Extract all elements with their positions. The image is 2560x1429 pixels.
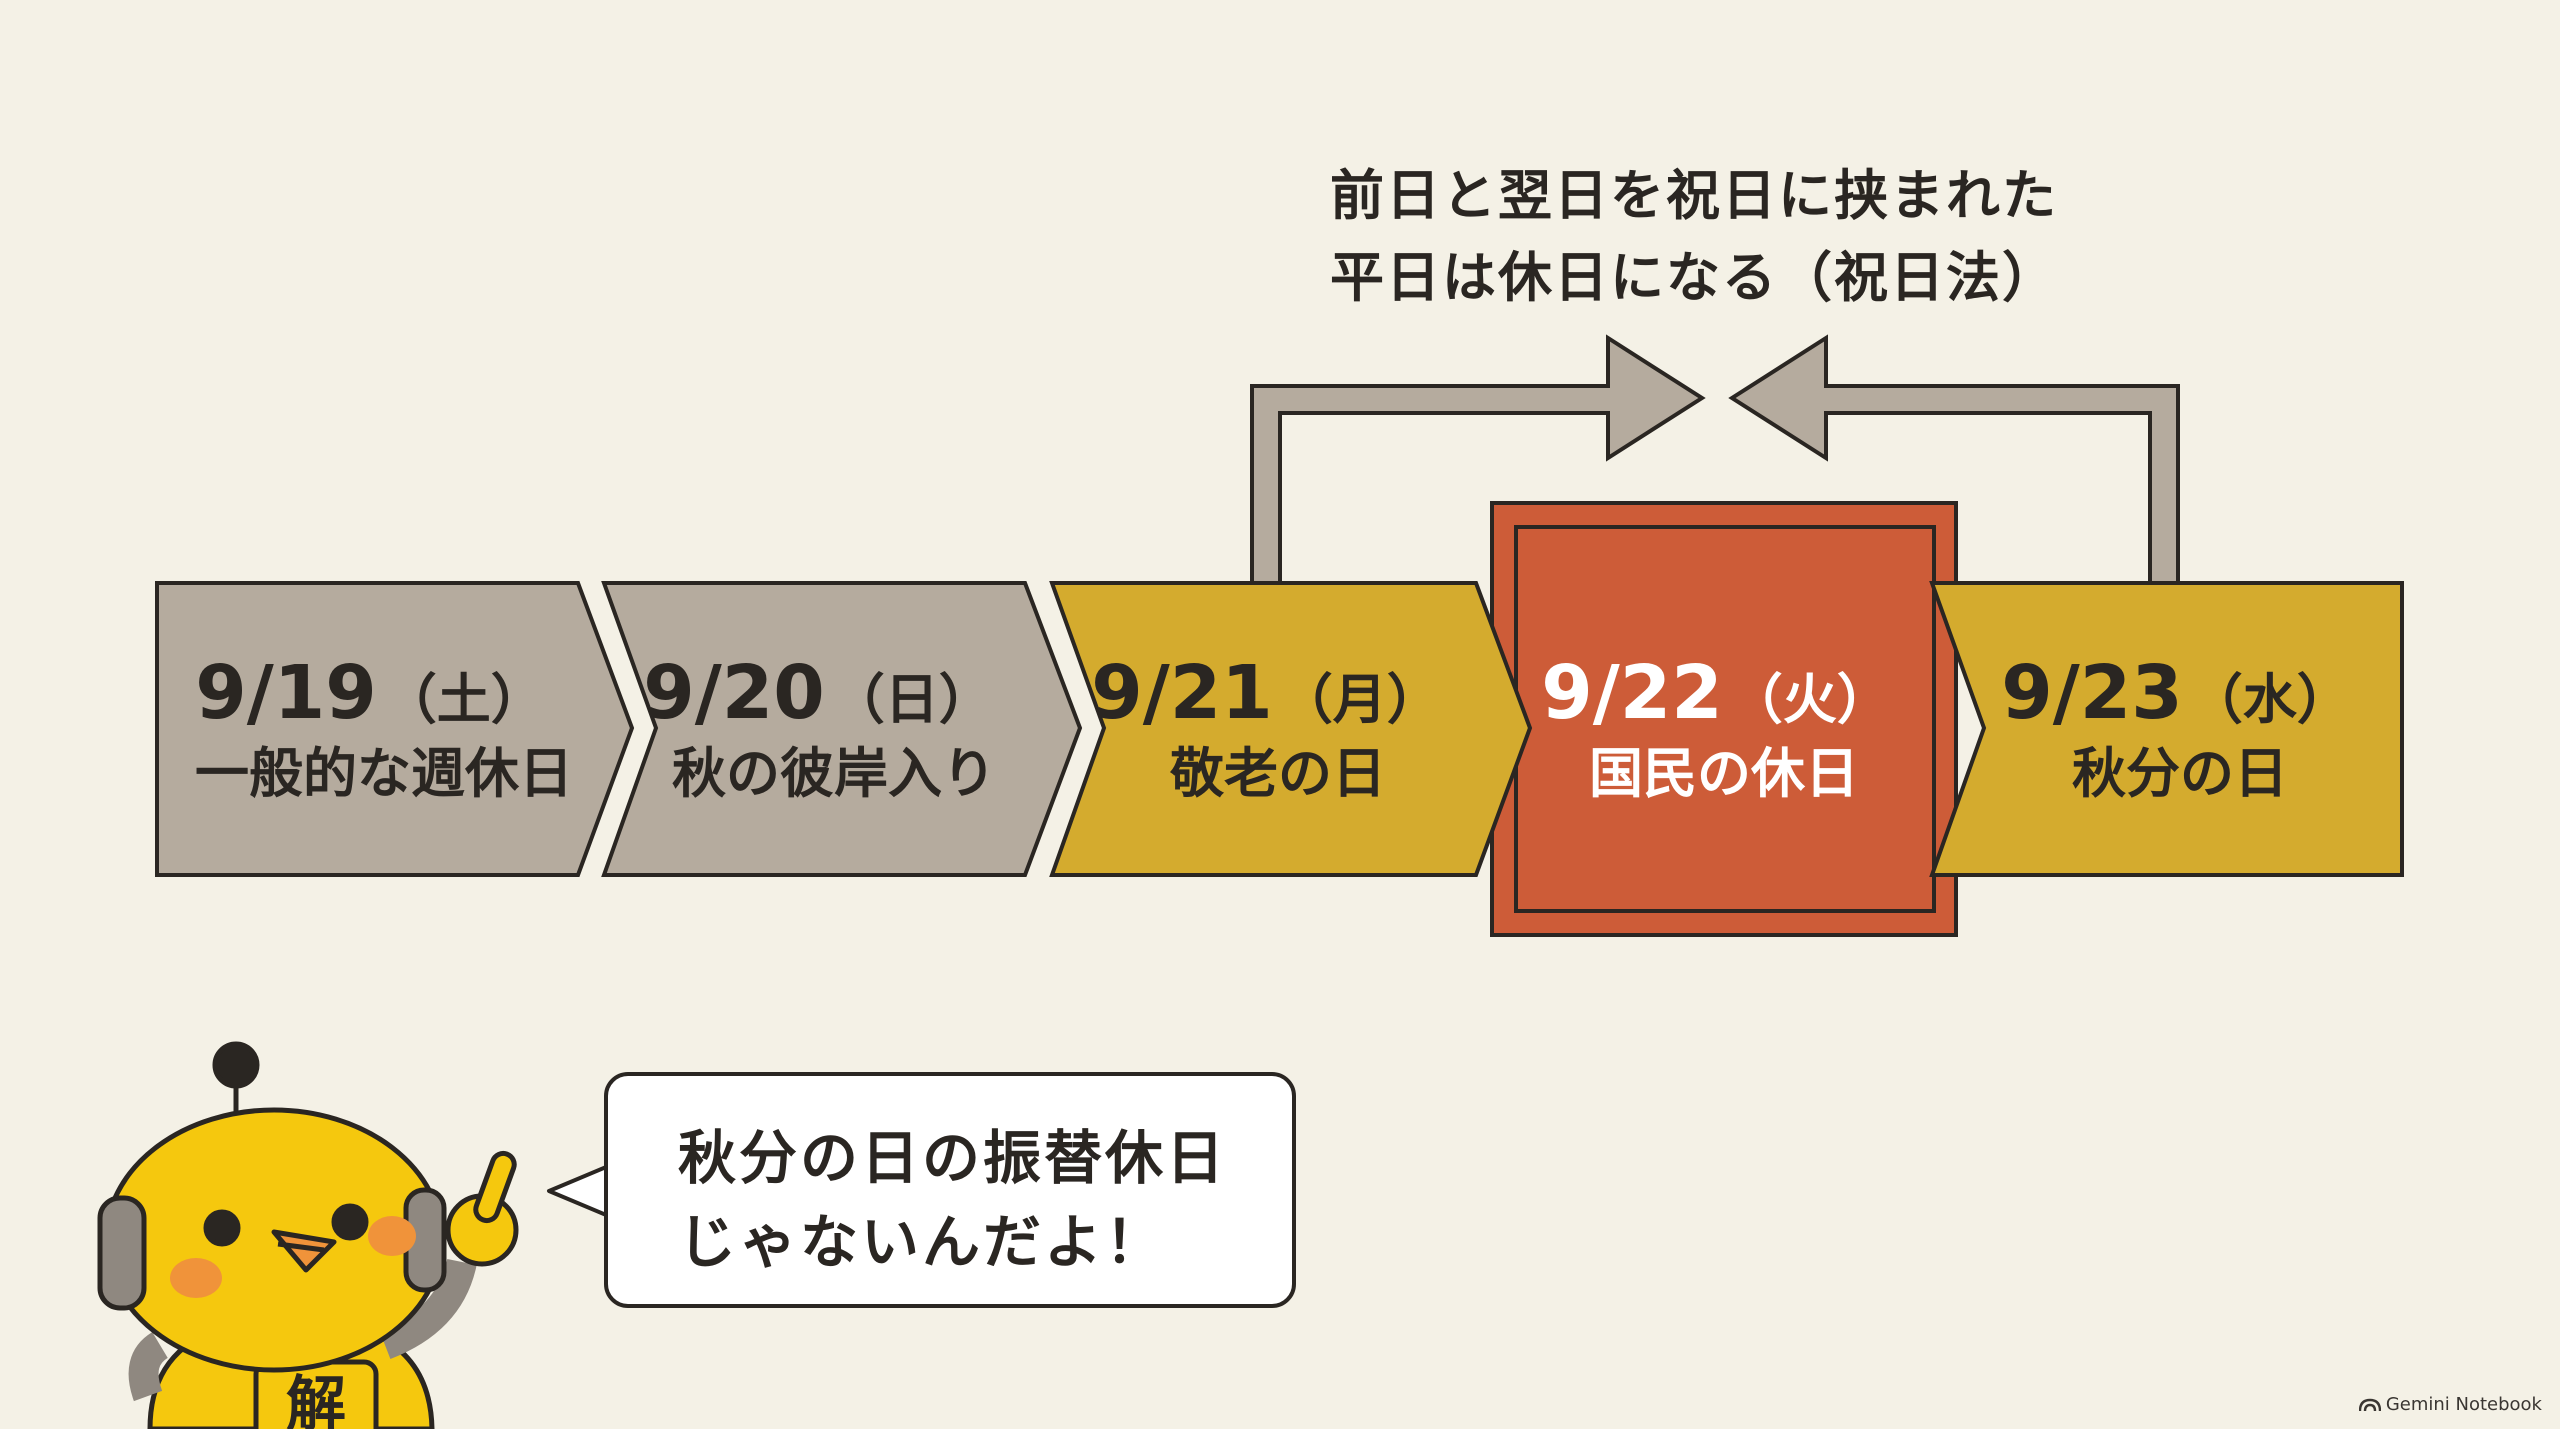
- mascot-arm: [379, 1258, 477, 1359]
- mascot-eye-right: [331, 1203, 369, 1241]
- mascot-cheek-left: [170, 1258, 222, 1298]
- speech-line-2: じゃないんだよ！: [678, 1208, 1167, 1276]
- watermark: Gemini Notebook: [2358, 1394, 2542, 1415]
- day-date-9-22: 9/22（火）: [1541, 650, 1891, 736]
- day-label-9-20: 秋の彼岸入り: [672, 742, 996, 805]
- mascot-ear-left: [97, 1195, 147, 1311]
- day-box-9-19: [155, 581, 635, 877]
- rule-caption: 前日と翌日を祝日に挟まれた 平日は休日になる（祝日法）: [1330, 155, 2090, 319]
- day-label-9-21: 敬老の日: [1169, 742, 1386, 805]
- watermark-text: Gemini Notebook: [2385, 1394, 2542, 1415]
- mascot-eye-left: [203, 1209, 241, 1247]
- day-box-9-21: [1049, 581, 1533, 877]
- day-box-9-20: [601, 581, 1083, 877]
- timeline-row: [155, 581, 2404, 877]
- arrow-from-9-21: [1250, 334, 1706, 587]
- mascot-cheek-right: [368, 1216, 416, 1256]
- rule-caption-line-2: 平日は休日になる（祝日法）: [1330, 246, 2058, 309]
- day-label-9-22: 国民の休日: [1589, 742, 1859, 805]
- mascot: 解: [97, 1041, 519, 1429]
- rule-caption-line-1: 前日と翌日を祝日に挟まれた: [1330, 164, 2058, 227]
- speech-bubble-tail: [547, 1163, 611, 1219]
- speech-bubble: 秋分の日の振替休日 じゃないんだよ！: [604, 1072, 1296, 1308]
- day-label-9-23: 秋分の日: [2072, 742, 2288, 805]
- day-box-9-23: [1929, 581, 2404, 877]
- day-date-9-21: 9/21（月）: [1091, 650, 1441, 736]
- day-label-9-19: 一般的な週休日: [195, 742, 573, 805]
- mascot-beak: [271, 1229, 337, 1273]
- speech-line-1: 秋分の日の振替休日: [678, 1124, 1228, 1192]
- day-date-9-20: 9/20（日）: [643, 650, 993, 736]
- day-date-9-19: 9/19（土）: [195, 650, 545, 736]
- notebook-logo-icon: [2358, 1398, 2381, 1411]
- sandwich-arrows: [1250, 334, 2180, 587]
- mascot-pointing-finger: [473, 1150, 517, 1224]
- mascot-badge-text: 解: [286, 1370, 346, 1429]
- mascot-antenna-tip: [212, 1041, 260, 1089]
- day-date-9-23: 9/23（水）: [2001, 650, 2351, 736]
- arrow-from-9-23: [1728, 334, 2180, 587]
